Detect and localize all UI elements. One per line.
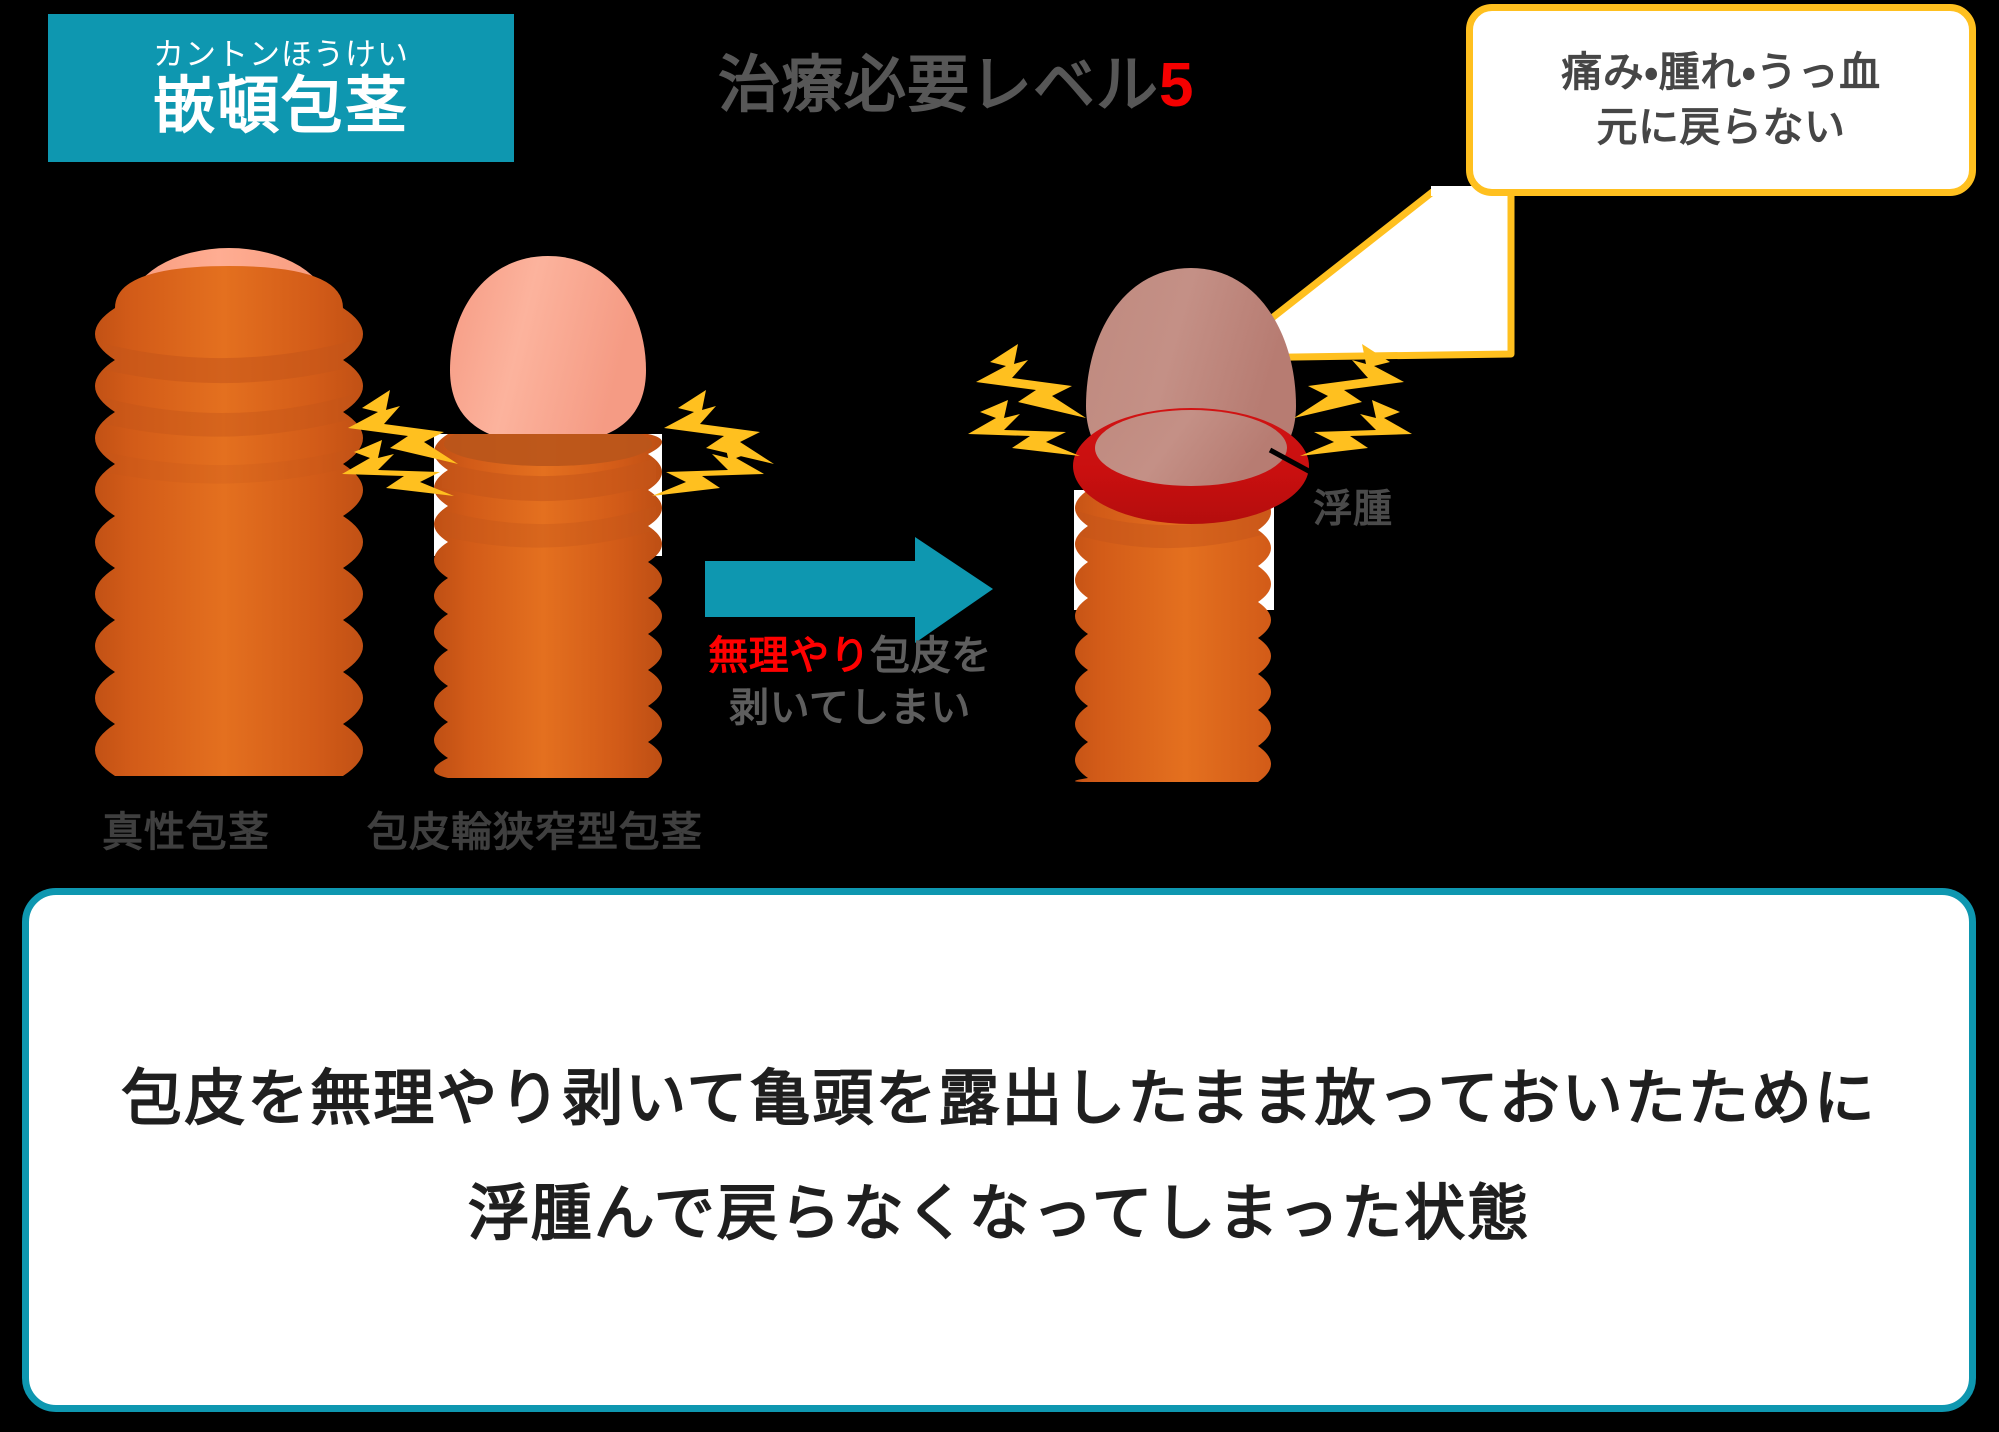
summary-line-1: 包皮を無理やり剥いて亀頭を露出したまま放っておいたために xyxy=(121,1064,1877,1132)
kanton-glans-base-overlap xyxy=(1095,410,1287,486)
transition-caption-red: 無理やり xyxy=(708,634,871,678)
title-badge: カントンほうけい 嵌頓包茎 xyxy=(48,14,514,162)
transition-caption-line2: 剥いてしまい xyxy=(729,686,971,730)
speech-bubble-line-1: 痛み・腫れ・うっ血 xyxy=(1561,49,1881,96)
speech-bubble: 痛み・腫れ・うっ血 元に戻らない xyxy=(1466,4,1976,196)
summary-box: 包皮を無理やり剥いて亀頭を露出したまま放っておいたために 浮腫んで戻らなくなって… xyxy=(22,888,1976,1412)
title-main: 嵌頓包茎 xyxy=(152,71,409,141)
lightning-bolt-icon xyxy=(342,440,454,496)
title-furigana: カントンほうけい xyxy=(153,36,409,72)
transition-arrow-icon xyxy=(705,537,993,643)
lightning-bolt-icon xyxy=(1294,344,1404,418)
figure-kyosaku-houkei xyxy=(424,248,672,778)
kyosaku-glans xyxy=(450,256,646,444)
level-heading: 治療必要レベル5 xyxy=(718,51,1195,120)
figure-label-kyosaku: 包皮輪狭窄型包茎 xyxy=(367,809,703,855)
kanton-shaft xyxy=(1075,490,1271,782)
lightning-bolt-icon xyxy=(652,440,764,496)
edema-label: 浮腫 xyxy=(1313,488,1394,531)
level-heading-number: 5 xyxy=(1159,51,1195,120)
figure-kanton-houkei xyxy=(1046,262,1336,782)
lightning-bolt-icon xyxy=(664,390,774,464)
level-heading-text: 治療必要レベル xyxy=(718,51,1160,120)
lightning-bolt-icon xyxy=(976,344,1086,418)
kyosaku-shaft xyxy=(434,434,662,778)
edema-leader-line xyxy=(1268,447,1342,491)
lightning-bolt-icon xyxy=(348,390,458,464)
figure-label-shinsei: 真性包茎 xyxy=(102,809,270,855)
transition-caption: 無理やり包皮を剥いてしまい xyxy=(700,630,1000,734)
kyosaku-illustration xyxy=(434,256,662,778)
lightning-bolt-icon xyxy=(968,400,1080,456)
speech-bubble-line-2: 元に戻らない xyxy=(1596,104,1846,150)
shinsei-illustration xyxy=(95,248,363,776)
summary-line-2: 浮腫んで戻らなくなってしまった状態 xyxy=(467,1179,1531,1247)
lightning-bolt-icon xyxy=(1300,400,1412,456)
kanton-illustration xyxy=(1073,268,1309,782)
figure-shinsei-houkei xyxy=(75,248,385,778)
transition-caption-rest: 包皮を xyxy=(870,634,992,678)
shinsei-shaft xyxy=(95,266,363,776)
